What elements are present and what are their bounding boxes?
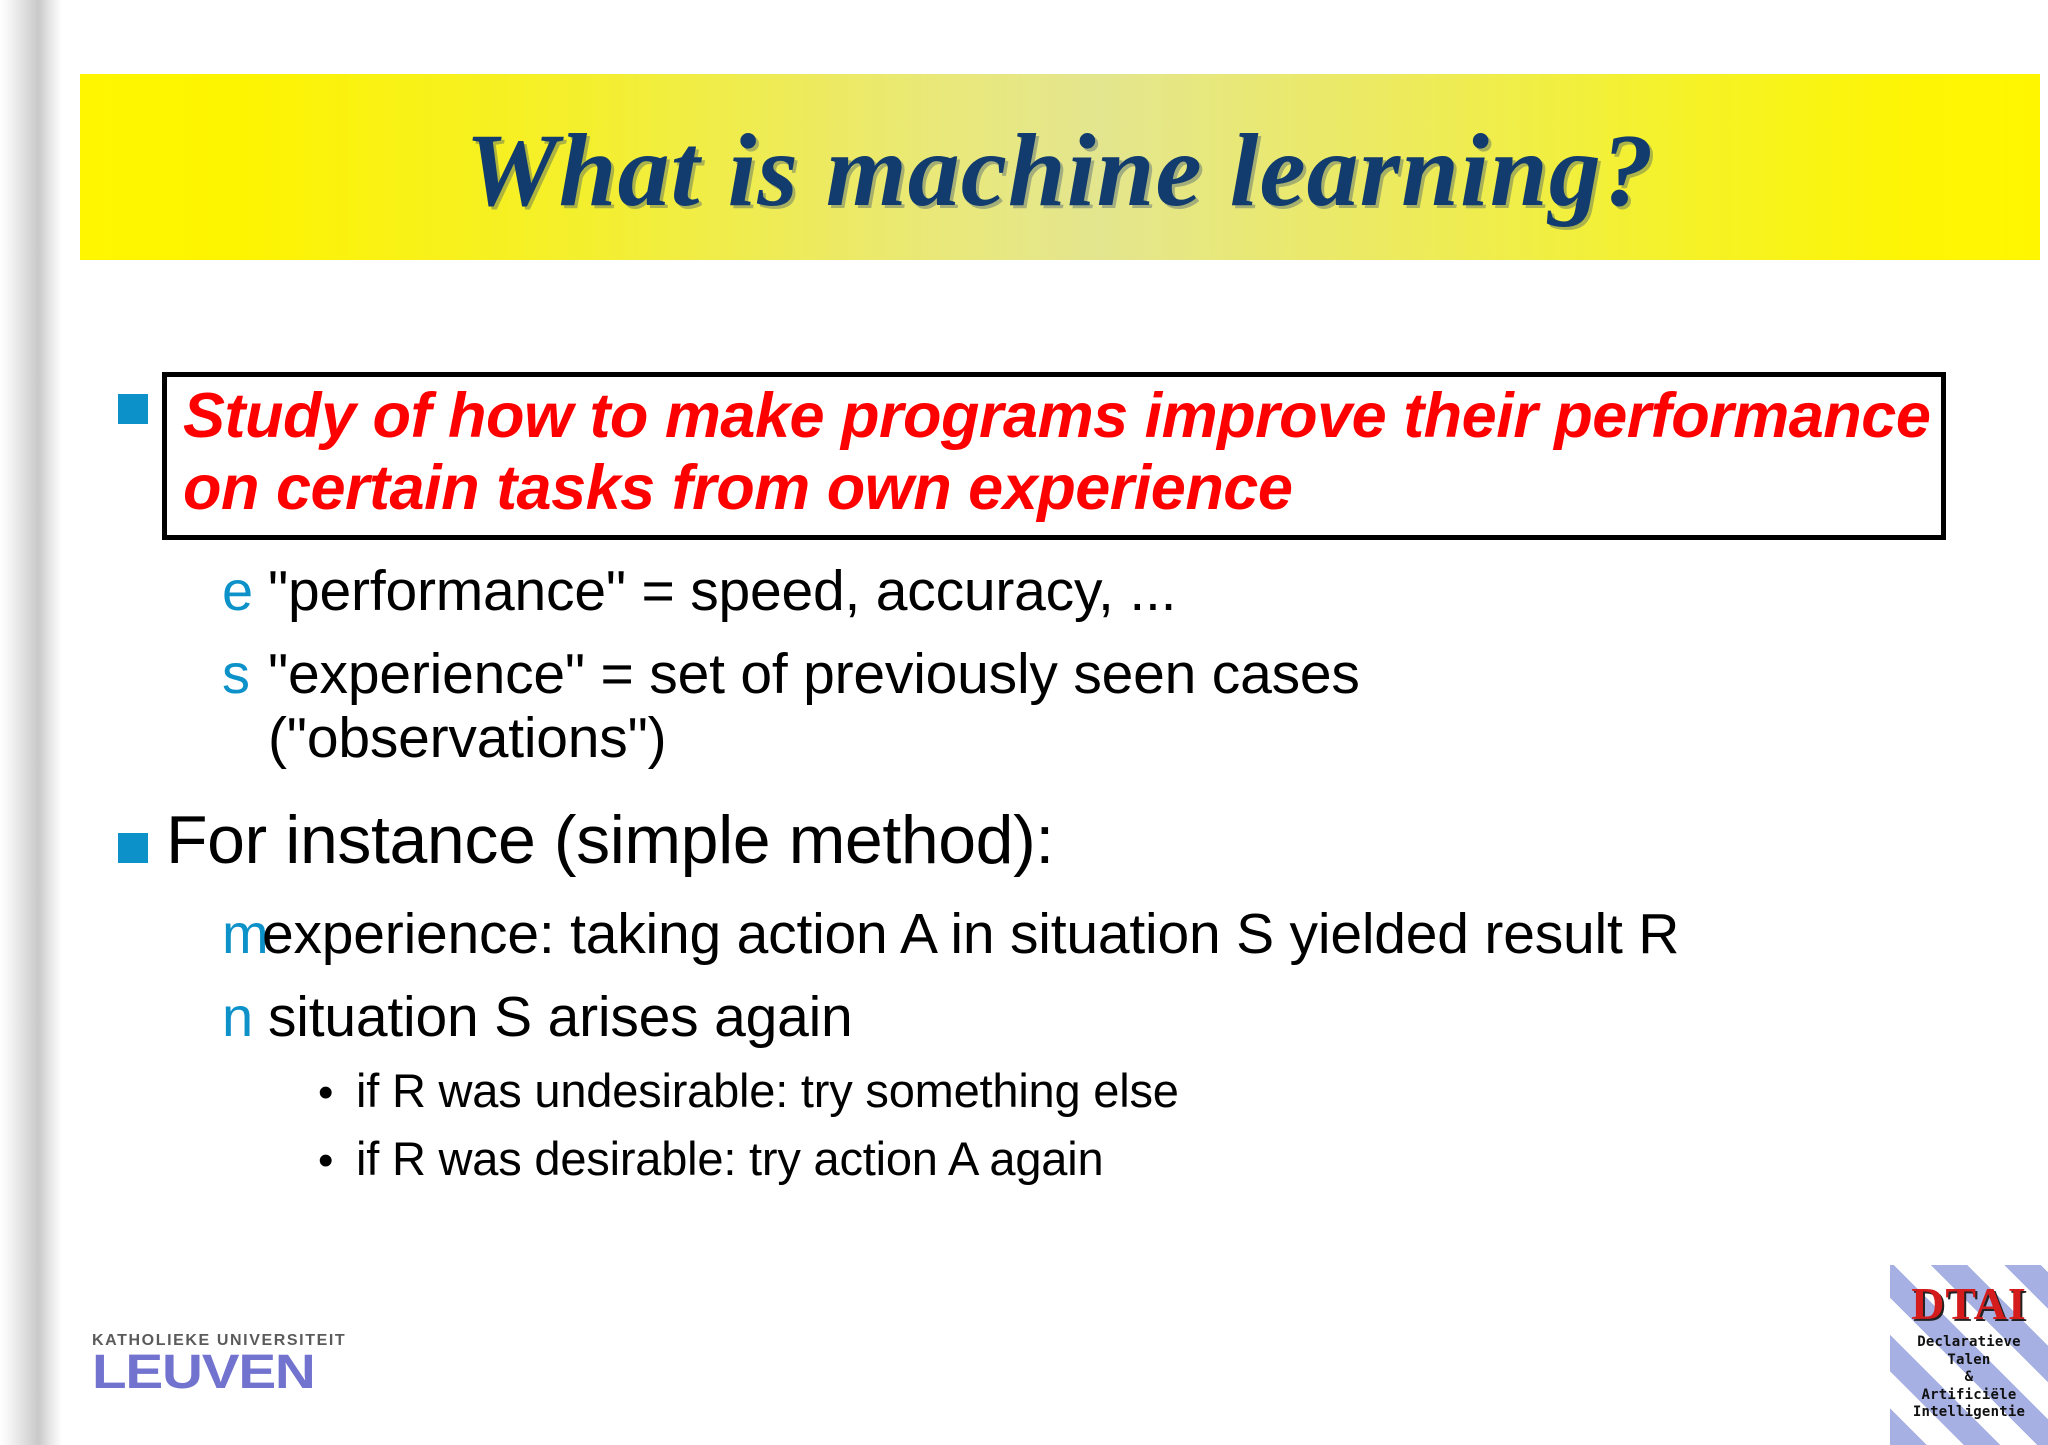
- wingding-bullet-s-icon: s: [222, 642, 250, 706]
- detail-bullet-row-desirable: • if R was desirable: try action A again: [318, 1132, 2048, 1186]
- sub-bullet-text-situation: situation S arises again: [268, 985, 853, 1050]
- boxed-statement-text: Study of how to make programs improve th…: [183, 381, 1931, 523]
- dtai-subtitle-line-3: &: [1964, 1369, 1974, 1385]
- wingding-bullet-e-icon: e: [222, 558, 254, 622]
- sub-bullet-text-performance: "performance" = speed, accuracy, ...: [268, 558, 1177, 623]
- title-banner: What is machine learning?: [80, 74, 2040, 260]
- dtai-subtitle-line-1: Declaratieve: [1917, 1334, 2021, 1350]
- kuleuven-logo: KATHOLIEKE UNIVERSITEIT LEUVEN: [92, 1331, 347, 1397]
- wingding-bullet-m-icon: m: [222, 901, 269, 965]
- square-bullet-icon: [118, 394, 148, 424]
- highlight-box: Study of how to make programs improve th…: [162, 372, 1946, 540]
- wingding-bullet-n-icon: n: [222, 985, 254, 1049]
- dtai-subtitle-line-2: Talen: [1947, 1351, 1991, 1368]
- dtai-subtitle-line-4: Artificiële: [1921, 1386, 2017, 1403]
- sub-bullet-row-situation: n situation S arises again: [0, 985, 2048, 1050]
- bullet-row-for-instance: For instance (simple method):: [0, 802, 2048, 879]
- slide-body: Study of how to make programs improve th…: [0, 372, 2048, 1185]
- page-title: What is machine learning?: [465, 113, 1655, 228]
- round-bullet-icon-1: •: [318, 1068, 334, 1118]
- dtai-logo-subtitle: Declaratieve Talen & Artificiële Intelli…: [1913, 1334, 2025, 1422]
- sub-bullet-text-experience-detail: experience: taking action A in situation…: [262, 901, 1680, 966]
- left-gutter-decoration: [0, 0, 62, 1445]
- round-bullet-icon-2: •: [318, 1135, 334, 1185]
- sub-bullet-text-experience: "experience" = set of previously seen ca…: [268, 642, 1360, 771]
- detail-bullet-row-undesirable: • if R was undesirable: try something el…: [318, 1064, 2048, 1118]
- dtai-logo-title: DTAI: [1911, 1278, 2027, 1329]
- square-bullet-icon-2: [118, 833, 148, 864]
- bullet-row-definition: Study of how to make programs improve th…: [0, 372, 2048, 540]
- dtai-subtitle-line-5: Intelligentie: [1912, 1404, 2026, 1420]
- detail-bullet-text-desirable: if R was desirable: try action A again: [356, 1131, 1104, 1185]
- kuleuven-logo-toptext: KATHOLIEKE UNIVERSITEIT: [92, 1331, 347, 1349]
- bullet-text-for-instance: For instance (simple method):: [166, 802, 1054, 879]
- kuleuven-logo-wordmark: LEUVEN: [92, 1345, 316, 1399]
- sub-bullet-row-performance: e "performance" = speed, accuracy, ...: [0, 558, 2048, 624]
- sub-bullet-row-experience: s "experience" = set of previously seen …: [0, 643, 2048, 771]
- detail-bullet-text-undesirable: if R was undesirable: try something else: [356, 1064, 1179, 1118]
- sub-bullet-row-experience-detail: m experience: taking action A in situati…: [0, 901, 2048, 967]
- dtai-logo: DTAI Declaratieve Talen & Artificiële In…: [1890, 1265, 2048, 1445]
